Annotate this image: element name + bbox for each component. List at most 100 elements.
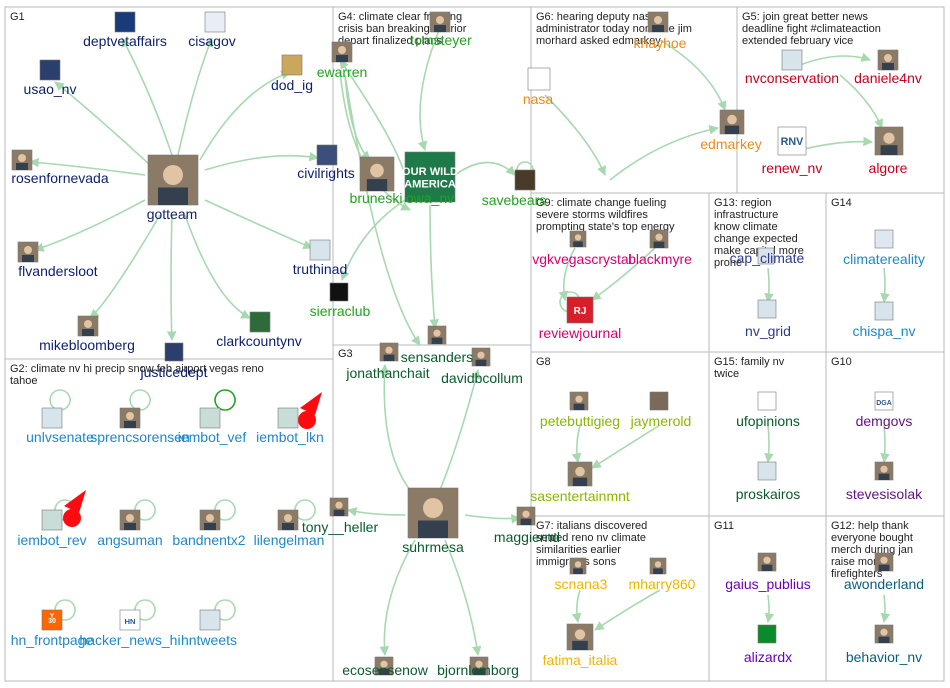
ufopinions-node[interactable] xyxy=(757,391,777,411)
edge xyxy=(166,214,177,341)
iembot-lkn-node[interactable] xyxy=(277,407,299,429)
rosenfornevada-node[interactable] xyxy=(11,149,33,171)
our-wild-america-logo-icon xyxy=(404,151,456,203)
nasa-node[interactable] xyxy=(527,67,551,91)
tomsteyer-node[interactable] xyxy=(429,11,451,33)
dhs-seal-icon xyxy=(204,11,226,33)
bjornlomborg-label: bjornlomborg xyxy=(437,662,519,678)
suhrmesa-node[interactable] xyxy=(407,487,459,539)
rosenfornevada-label: rosenfornevada xyxy=(11,170,109,186)
flvandersloot-node[interactable] xyxy=(17,241,39,263)
alert-marker xyxy=(64,490,86,513)
jonathanchait-node[interactable] xyxy=(379,342,399,362)
sprencsorensen-node[interactable] xyxy=(119,407,141,429)
gotteam-node[interactable] xyxy=(147,154,199,206)
gaius-publius-label: gaius_publius xyxy=(725,576,811,592)
mharry860-label: mharry860 xyxy=(629,576,696,592)
sierra-club-logo-icon xyxy=(329,282,349,302)
bjornlomborg-node[interactable] xyxy=(469,656,489,676)
algore-node[interactable] xyxy=(874,126,904,156)
jonathanchait-label: jonathanchait xyxy=(345,365,429,381)
proskairos-node[interactable] xyxy=(757,461,777,481)
group-label-g1: G1 xyxy=(10,11,25,23)
truthinad-node[interactable] xyxy=(309,239,331,261)
justicedept-label: justicedept xyxy=(140,364,208,380)
iembot-vef-node[interactable] xyxy=(199,407,221,429)
edge xyxy=(659,39,727,111)
mharry860-node[interactable] xyxy=(649,557,667,575)
alizardx-node[interactable] xyxy=(757,624,777,644)
cisagov-node[interactable] xyxy=(204,11,226,33)
renew-nv-node[interactable]: RNV xyxy=(777,126,807,156)
bandnentx2-node[interactable] xyxy=(199,509,221,531)
sierraclub-node[interactable] xyxy=(329,282,349,302)
owa-nv-label: owa_nv xyxy=(406,190,454,206)
davidbcollum-label: davidbcollum xyxy=(441,370,523,386)
usao-nv-node[interactable] xyxy=(39,59,61,81)
nvconservation-label: nvconservation xyxy=(745,70,839,86)
chispa-nv-node[interactable] xyxy=(874,301,894,321)
sasentertainmnt-node[interactable] xyxy=(567,461,593,487)
vgkvegascrystal-node[interactable] xyxy=(569,230,587,248)
ewarren-node[interactable] xyxy=(331,41,353,63)
ecosensenow-node[interactable] xyxy=(374,656,394,676)
edge xyxy=(347,507,406,517)
lilengelman-node[interactable] xyxy=(277,509,299,531)
edge xyxy=(558,247,576,301)
khayhoe-node[interactable] xyxy=(647,11,669,33)
bruneski-node[interactable] xyxy=(359,156,395,192)
demgovs-node[interactable]: DGA xyxy=(874,391,894,411)
cap-climate-node[interactable] xyxy=(757,247,775,265)
reviewjournal-node[interactable]: RJ xyxy=(566,296,594,324)
edge xyxy=(184,214,251,319)
iembot-rev-node[interactable] xyxy=(41,509,63,531)
unlvsenate-node[interactable] xyxy=(41,407,63,429)
fatima-italia-node[interactable] xyxy=(566,623,594,651)
petebuttigieg-node[interactable] xyxy=(569,391,589,411)
edge xyxy=(609,125,719,181)
mikebloomberg-node[interactable] xyxy=(77,315,99,337)
stevesisolak-node[interactable] xyxy=(874,461,894,481)
behavior-nv-node[interactable] xyxy=(874,624,894,644)
clarkcountynv-node[interactable] xyxy=(249,311,271,333)
gaius-publius-node[interactable] xyxy=(757,552,777,572)
lilengelman-label: lilengelman xyxy=(254,532,325,548)
tony--heller-label: tony__heller xyxy=(302,519,379,535)
edmarkey-node[interactable] xyxy=(719,109,745,135)
savebears-node[interactable] xyxy=(514,169,536,191)
justicedept-node[interactable] xyxy=(164,342,184,362)
hntweets-node[interactable] xyxy=(199,609,221,631)
awonderland-node[interactable] xyxy=(874,552,894,572)
logo-icon xyxy=(41,407,63,429)
climatereality-node[interactable] xyxy=(874,229,894,249)
edge xyxy=(880,594,891,623)
daniele4nv-node[interactable] xyxy=(877,49,899,71)
angsuman-node[interactable] xyxy=(119,509,141,531)
scnana3-node[interactable] xyxy=(569,557,587,575)
edge xyxy=(544,94,607,176)
hacker-news-hi-node[interactable]: HN xyxy=(119,609,141,631)
sensanders-node[interactable] xyxy=(427,325,447,345)
mikebloomberg-label: mikebloomberg xyxy=(39,337,135,353)
deptvetaffairs-node[interactable] xyxy=(114,11,136,33)
chispa-nv-label: chispa_nv xyxy=(852,323,915,339)
tony--heller-node[interactable] xyxy=(329,497,349,517)
davidbcollum-node[interactable] xyxy=(471,347,491,367)
edge xyxy=(121,37,173,156)
jaymerold-node[interactable] xyxy=(649,391,669,411)
icon-text: RJ xyxy=(574,306,587,317)
edge xyxy=(464,514,521,524)
blackmyre-node[interactable] xyxy=(649,229,669,249)
suhrmesa-label: suhrmesa xyxy=(402,539,464,555)
civilrights-node[interactable] xyxy=(316,144,338,166)
sierraclub-label: sierraclub xyxy=(310,303,371,319)
sprencsorensen-label: sprencsorensen xyxy=(90,429,190,445)
dod-ig-node[interactable] xyxy=(281,54,303,76)
nvconservation-node[interactable] xyxy=(781,49,803,71)
maggiernd-node[interactable] xyxy=(516,506,536,526)
hn-logo-icon xyxy=(119,609,141,631)
group-label-g14: G14 xyxy=(831,197,852,209)
nv-grid-node[interactable] xyxy=(757,299,777,319)
